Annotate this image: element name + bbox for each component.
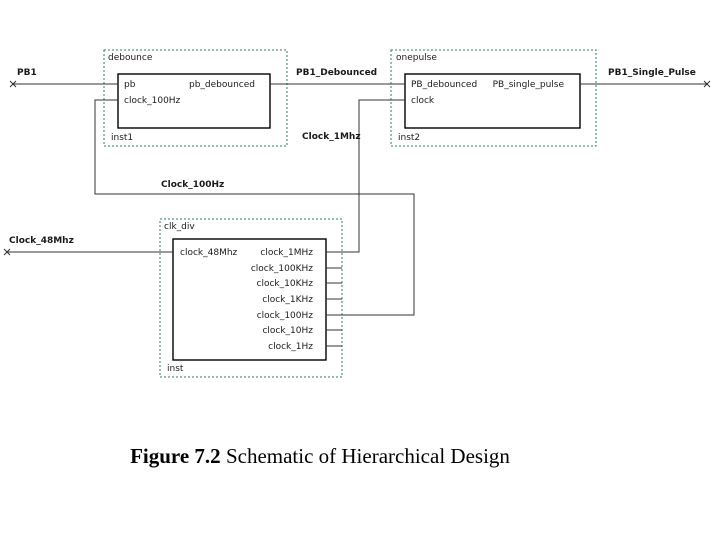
figure-caption: Figure 7.2 Schematic of Hierarchical Des…	[0, 444, 640, 469]
debounce-instance-label: inst1	[111, 133, 133, 143]
onepulse-type-label: onepulse	[396, 53, 437, 63]
pin-marker-pb1-single-pulse[interactable]	[703, 80, 711, 88]
clk-div-type-label: clk_div	[164, 222, 195, 232]
onepulse-port-pb-single-pulse: PB_single_pulse	[493, 80, 565, 90]
pin-markers	[3, 80, 711, 256]
onepulse-frame	[390, 49, 597, 147]
figure-number: Figure 7.2	[130, 444, 221, 468]
net-label-pb1-single-pulse: PB1_Single_Pulse	[608, 68, 696, 78]
pin-marker-pb1[interactable]	[9, 80, 17, 88]
net-label-clock-48mhz: Clock_48Mhz	[9, 236, 74, 246]
onepulse-block[interactable]	[404, 73, 581, 129]
debounce-port-pb-debounced: pb_debounced	[189, 80, 255, 90]
clk-div-port-clock-10khz: clock_10KHz	[257, 279, 314, 289]
net-label-pb1-debounced: PB1_Debounced	[296, 68, 377, 78]
clk-div-frame	[159, 218, 343, 378]
debounce-frame	[103, 49, 288, 147]
debounce-port-pb: pb	[124, 80, 136, 90]
debounce-port-clock: clock_100Hz	[124, 96, 181, 106]
pin-marker-clock-48mhz[interactable]	[3, 248, 11, 256]
clk-div-port-clock-100hz: clock_100Hz	[257, 311, 314, 321]
net-label-pb1: PB1	[17, 68, 37, 78]
clk-div-port-clock-1mhz: clock_1MHz	[260, 248, 313, 258]
wire-clock-100hz	[94, 99, 415, 316]
figure-caption-text: Schematic of Hierarchical Design	[225, 444, 510, 468]
clk-div-port-clock-48mhz: clock_48Mhz	[180, 248, 238, 258]
net-label-clock-1mhz: Clock_1Mhz	[302, 132, 361, 142]
wire-clock-1mhz	[326, 99, 405, 253]
schematic-diagram: PB1 PB1_Debounced PB1_Single_Pulse Clock…	[3, 49, 711, 378]
clk-div-instance-label: inst	[167, 364, 184, 374]
debounce-type-label: debounce	[108, 53, 153, 63]
net-label-clock-100hz: Clock_100Hz	[161, 180, 224, 190]
onepulse-port-pb-debounced: PB_debounced	[411, 80, 477, 90]
debounce-block[interactable]	[117, 73, 271, 129]
onepulse-instance-label: inst2	[398, 133, 420, 143]
wires	[6, 83, 708, 347]
clk-div-port-clock-100khz: clock_100KHz	[251, 264, 313, 274]
clk-div-port-clock-10hz: clock_10Hz	[262, 326, 313, 336]
clk-div-port-clock-1hz: clock_1Hz	[268, 342, 313, 352]
clk-div-port-clock-1khz: clock_1KHz	[262, 295, 313, 305]
onepulse-port-clock: clock	[411, 96, 435, 106]
